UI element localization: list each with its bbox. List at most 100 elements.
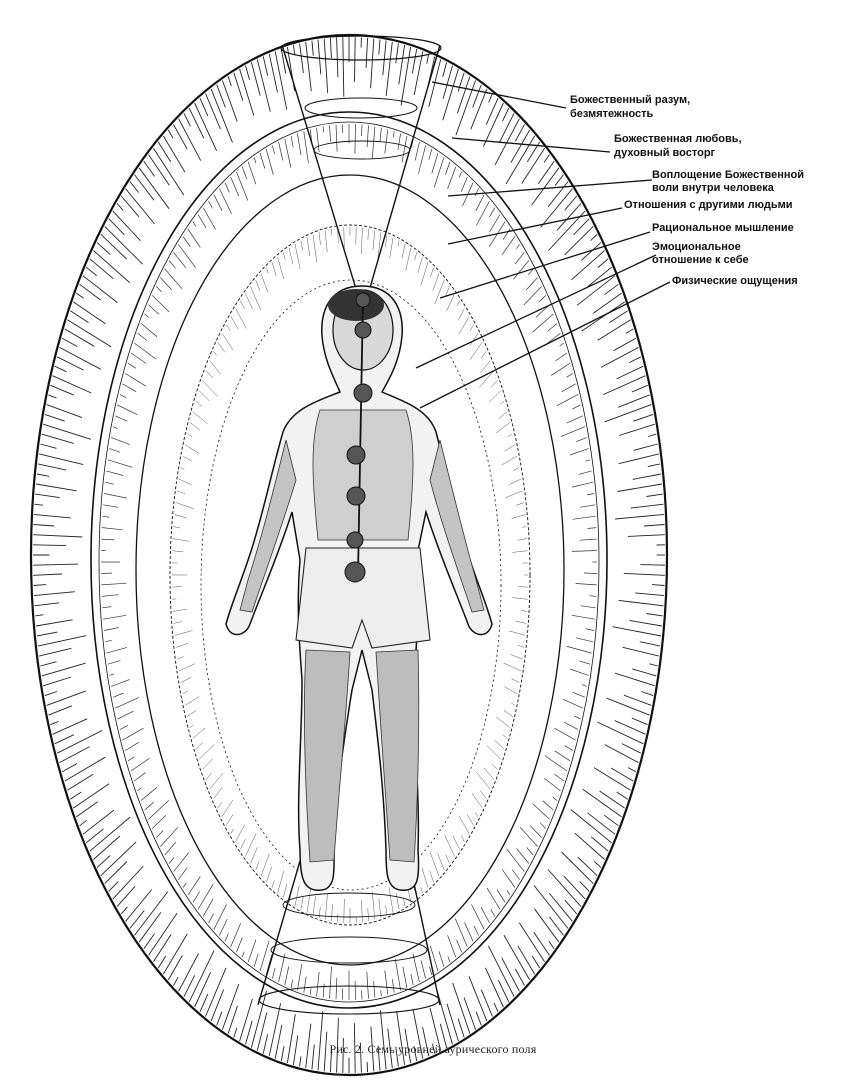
- hatch-stroke: [606, 697, 650, 716]
- hatch-stroke: [221, 983, 240, 1030]
- hatch-stroke: [382, 40, 387, 76]
- hatch-stroke: [437, 853, 445, 871]
- hatch-stroke: [151, 815, 166, 829]
- hatch-stroke: [177, 656, 184, 660]
- hatch-stroke: [86, 266, 97, 276]
- label-emotional-line-2: отношение к себе: [652, 254, 749, 266]
- hatch-stroke: [401, 243, 406, 259]
- hatch-stroke: [385, 904, 388, 916]
- hatch-stroke: [138, 912, 162, 943]
- hatch-stroke: [454, 918, 468, 948]
- hatch-stroke: [33, 513, 71, 519]
- hatch-stroke: [473, 925, 479, 936]
- leader-lines: [415, 81, 671, 409]
- hatch-stroke: [474, 188, 479, 197]
- hatch-stroke: [580, 605, 596, 609]
- hatch-stroke: [548, 940, 555, 950]
- hatch-stroke: [198, 390, 210, 402]
- hatch-stroke: [509, 478, 522, 485]
- hatch-stroke: [579, 660, 591, 665]
- hatch-stroke: [38, 453, 84, 466]
- hatch-stroke: [615, 513, 665, 520]
- hatch-stroke: [516, 848, 530, 864]
- hatch-stroke: [583, 572, 597, 574]
- aura-layer-6: [90, 111, 608, 1009]
- hatch-stroke: [178, 118, 202, 161]
- hatch-stroke: [429, 870, 434, 883]
- hatch-stroke: [44, 413, 65, 422]
- hatch-stroke: [239, 68, 255, 116]
- hatch-stroke: [140, 787, 158, 801]
- hatch-stroke: [547, 869, 582, 907]
- hatch-stroke: [629, 356, 642, 364]
- hatch-stroke: [37, 635, 87, 647]
- hatch-stroke: [417, 257, 423, 273]
- hatch-stroke: [573, 715, 581, 720]
- hatch-stroke: [250, 286, 261, 311]
- hatch-stroke: [456, 939, 462, 953]
- hatch-stroke: [34, 503, 43, 506]
- hatch-stroke: [297, 963, 303, 991]
- hatch-stroke: [250, 990, 267, 1048]
- hatch-stroke: [148, 800, 169, 820]
- hatch-stroke: [117, 710, 134, 720]
- hatch-stroke: [404, 1028, 412, 1064]
- hatch-stroke: [413, 51, 424, 95]
- hatch-stroke: [571, 614, 595, 620]
- hatch-stroke: [247, 939, 257, 963]
- hatch-stroke: [256, 59, 271, 112]
- hatch-stroke: [612, 626, 662, 637]
- hatch-stroke: [216, 1011, 223, 1026]
- leader-line-1: [431, 81, 567, 109]
- hatch-stroke: [202, 380, 218, 397]
- hatch-stroke: [35, 614, 44, 617]
- hatch-stroke: [37, 463, 67, 471]
- hatch-stroke: [54, 734, 75, 745]
- hatch-stroke: [205, 773, 212, 780]
- hatch-stroke: [384, 970, 389, 995]
- hatch-stroke: [635, 592, 665, 597]
- hatch-stroke: [184, 444, 200, 454]
- hatch-stroke: [647, 463, 661, 468]
- hatch-stroke: [134, 891, 169, 936]
- hatch-stroke: [632, 473, 662, 480]
- hatch-stroke: [633, 413, 654, 422]
- hatch-stroke: [377, 1045, 381, 1071]
- hatch-stroke: [531, 955, 541, 969]
- hatch-stroke: [398, 45, 406, 85]
- hatch-stroke: [501, 236, 516, 255]
- hatch-stroke: [227, 1005, 238, 1034]
- hatch-stroke: [221, 80, 238, 122]
- hatch-stroke: [224, 933, 229, 942]
- hatch-stroke: [271, 262, 277, 276]
- hatch-stroke: [476, 200, 490, 226]
- leader-line-3: [447, 179, 653, 197]
- hatch-stroke: [205, 370, 213, 379]
- hatch-stroke: [253, 953, 259, 967]
- hatch-stroke: [290, 136, 294, 148]
- hatch-stroke: [540, 823, 547, 829]
- hatch-stroke: [414, 141, 420, 161]
- hatch-stroke: [153, 934, 172, 963]
- hatch-stroke: [366, 125, 369, 148]
- label-rational-mind: Рациональное мышление: [652, 222, 794, 234]
- hatch-stroke: [316, 127, 320, 153]
- hatch-stroke: [572, 691, 586, 698]
- hatch-stroke: [101, 594, 119, 597]
- hatch-stroke: [40, 443, 57, 449]
- hatch-stroke: [125, 742, 139, 751]
- hatch-stroke: [109, 673, 115, 676]
- hatch-stroke: [209, 772, 224, 790]
- hatch-stroke: [156, 830, 164, 838]
- hatch-stroke: [549, 916, 564, 936]
- hatch-stroke: [187, 710, 197, 717]
- hatch-stroke: [562, 698, 583, 709]
- hatch-stroke: [235, 308, 247, 329]
- hatch-stroke: [421, 868, 429, 888]
- hatch-stroke: [555, 352, 568, 362]
- hatch-stroke: [361, 124, 363, 137]
- hatch-stroke: [371, 126, 376, 159]
- hatch-stroke: [564, 226, 594, 256]
- hatch-stroke: [405, 247, 412, 271]
- hatch-stroke: [489, 214, 501, 232]
